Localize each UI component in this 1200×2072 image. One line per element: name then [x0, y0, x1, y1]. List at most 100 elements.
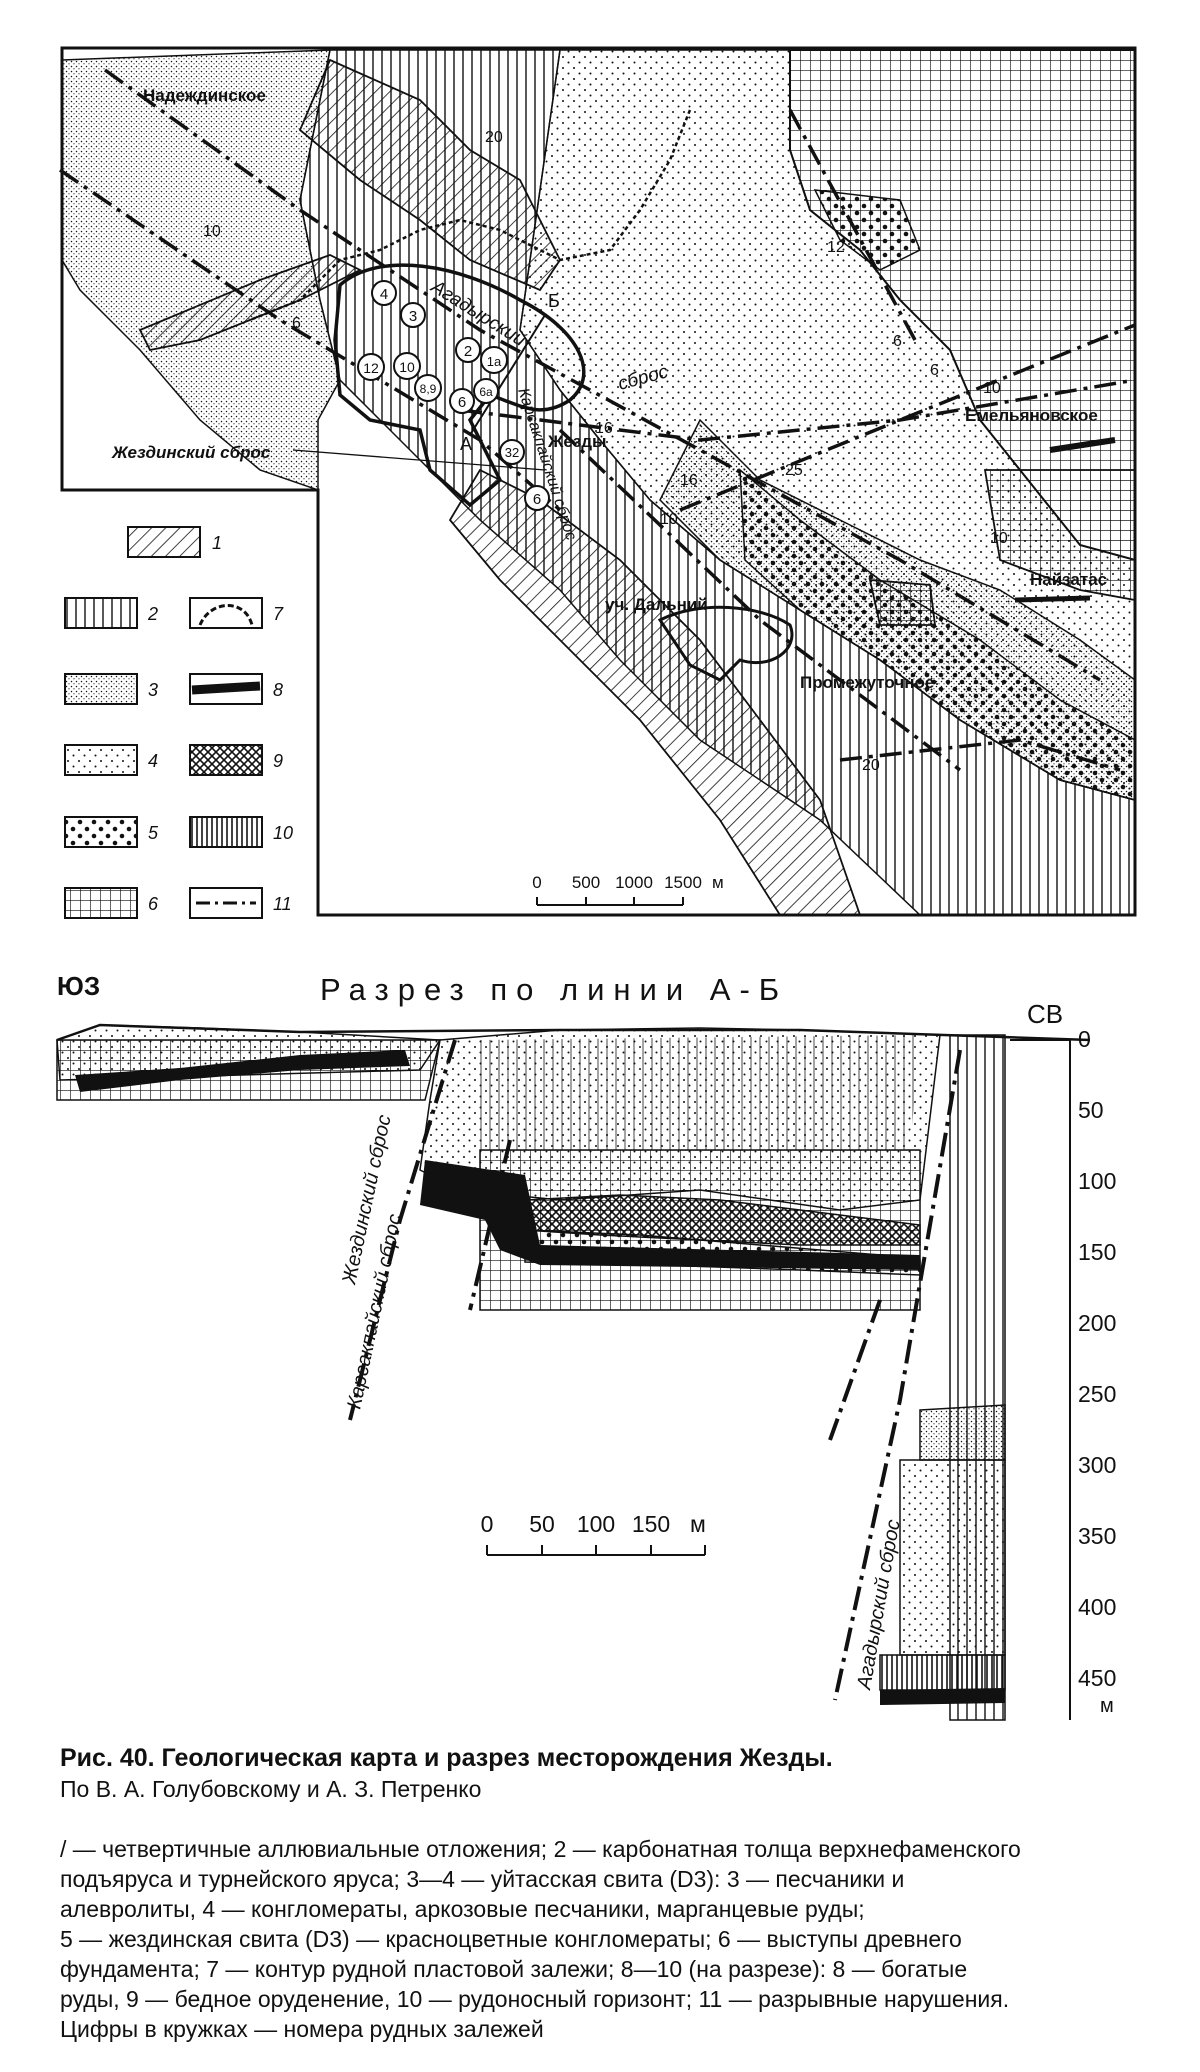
label-zhezdy: Жезды — [547, 432, 607, 451]
caption-legend-line: алевролиты, 4 — конгломераты, аркозовые … — [60, 1896, 865, 1922]
svg-text:2: 2 — [147, 604, 158, 624]
legend-item-11: 11 — [189, 887, 292, 919]
svg-text:6а: 6а — [479, 385, 493, 399]
svg-text:8,9: 8,9 — [420, 382, 437, 396]
map-scale-label: 500 — [572, 873, 600, 892]
ore-contour-dalniy — [657, 605, 794, 682]
ore-body-marker: 3 — [400, 302, 426, 328]
ore-body-marker: 6 — [449, 388, 475, 414]
section-sparse-right — [899, 1459, 1006, 1656]
map-scale-label: м — [712, 873, 724, 892]
depth-axis: 0 50 100 150 200 250 300 350 400 450 м — [1010, 1026, 1116, 1720]
caption-authors: По В. А. Голубовскому и А. З. Петренко — [60, 1776, 482, 1802]
river — [249, 109, 692, 322]
section-line-ab — [469, 314, 546, 436]
caption-title: Рис. 40. Геологическая карта и разрез ме… — [60, 1744, 833, 1772]
section-faults — [348, 1039, 962, 1701]
section-title: Разрез по линии А-Б — [320, 972, 788, 1007]
caption-legend-line: / — четвертичные аллювиальные отложения;… — [60, 1836, 1021, 1862]
caption-legend-line: фундамента; 7 — контур рудной пластовой … — [60, 1956, 968, 1982]
depth-tick: 400 — [1078, 1594, 1116, 1620]
section-surface — [56, 1023, 1091, 1042]
map-scale-bar: 0 500 1000 1500 м — [532, 873, 724, 906]
legend-item-2: 2 — [64, 597, 158, 629]
depth-tick: 200 — [1078, 1310, 1116, 1336]
label-fault-zhezdinsky: Жездинский сброс — [111, 443, 271, 462]
section-ore-horizon — [879, 1654, 1006, 1691]
section-right-label: СВ — [1027, 999, 1063, 1029]
ore-body-marker: 32 — [499, 439, 525, 465]
depth-unit: м — [1100, 1695, 1114, 1717]
label-promezhutochnoe: Промежуточное — [800, 673, 934, 692]
dip-label: 10 — [983, 380, 1001, 397]
label-dalniy: уч. Дальний — [605, 595, 708, 614]
dip-label: 6 — [930, 362, 939, 379]
svg-text:6: 6 — [458, 394, 466, 411]
dip-label: 25 — [785, 462, 803, 479]
dip-label: 16 — [595, 420, 613, 437]
dip-labels: 20 10 6 12 6 6 10 16 16 25 10 10 20 — [203, 129, 1008, 774]
caption-legend-line: подъяруса и турнейского яруса; 3—4 — уйт… — [60, 1866, 905, 1892]
dip-label: 10 — [203, 223, 221, 240]
svg-text:9: 9 — [273, 751, 283, 771]
section-rich-ore — [420, 1160, 920, 1270]
ore-body-marker: 4 — [371, 280, 397, 306]
svg-text:12: 12 — [363, 360, 379, 376]
unit-alluvium-west — [138, 254, 363, 352]
ore-body-marker: 6а — [473, 378, 499, 404]
section-scale-label: 100 — [577, 1511, 615, 1537]
ore-body-markers: 4 3 2 1а 12 10 8,9 6 6а 32 6 — [357, 280, 550, 511]
cross-section: Разрез по линии А-Б ЮЗ СВ Жездинский сбр… — [56, 971, 1116, 1721]
svg-text:11: 11 — [273, 894, 292, 914]
section-scale-label: 0 — [481, 1511, 494, 1537]
depth-tick: 250 — [1078, 1381, 1116, 1407]
label-point-b: Б — [548, 291, 560, 311]
svg-text:5: 5 — [148, 823, 159, 843]
legend-item-7: 7 — [189, 597, 284, 629]
dip-label: 12 — [827, 239, 845, 256]
svg-text:7: 7 — [273, 604, 284, 624]
section-sandstone-right — [919, 1404, 1006, 1461]
depth-tick: 450 — [1078, 1665, 1116, 1691]
legend-item-6: 6 — [64, 887, 159, 919]
unit-alluvium-main — [448, 468, 862, 916]
ore-body-marker: 8,9 — [414, 374, 442, 402]
depth-tick: 0 — [1078, 1026, 1091, 1052]
section-carbonate-center — [480, 1035, 920, 1150]
label-emelyanovskoe: Емельяновское — [965, 406, 1098, 425]
svg-text:6: 6 — [533, 491, 541, 508]
svg-text:10: 10 — [399, 359, 415, 375]
legend-item-1: 1 — [127, 526, 222, 558]
dip-label: 6 — [292, 315, 301, 332]
svg-text:4: 4 — [380, 286, 388, 303]
ore-body-marker: 10 — [393, 352, 421, 380]
svg-text:32: 32 — [505, 445, 519, 460]
depth-tick: 350 — [1078, 1523, 1116, 1549]
geological-map: Надеждинское Жезды Емельяновское Найзата… — [59, 46, 1137, 917]
legend-item-8: 8 — [189, 673, 283, 705]
section-rich-ore-left — [75, 1050, 410, 1092]
legend-item-10: 10 — [189, 816, 293, 848]
depth-tick: 100 — [1078, 1168, 1116, 1194]
depth-tick: 300 — [1078, 1452, 1116, 1478]
label-point-a: А — [460, 434, 472, 454]
svg-text:1: 1 — [212, 533, 222, 553]
svg-text:4: 4 — [148, 751, 158, 771]
legend-item-9: 9 — [189, 744, 283, 776]
ore-body-marker: 6 — [524, 485, 550, 511]
ore-body-marker: 12 — [357, 353, 385, 381]
svg-text:3: 3 — [409, 308, 417, 325]
svg-text:2: 2 — [464, 343, 472, 360]
label-naizatas: Найзатас — [1030, 570, 1107, 589]
fault-lines — [59, 68, 1136, 772]
zhezdinsky-callout-line — [292, 449, 546, 471]
ore-body-marker: 2 — [455, 337, 481, 363]
dip-label: 16 — [680, 472, 698, 489]
section-scale-label: м — [690, 1511, 706, 1537]
dip-label: 10 — [990, 530, 1008, 547]
ore-line-emelyanovskoe — [1049, 437, 1116, 453]
label-nadezhdinskoe: Надеждинское — [143, 86, 266, 105]
legend-item-4: 4 — [64, 744, 158, 776]
dip-label: 20 — [485, 129, 503, 146]
caption-legend-line: Цифры в кружках — номера рудных залежей — [60, 2016, 544, 2042]
